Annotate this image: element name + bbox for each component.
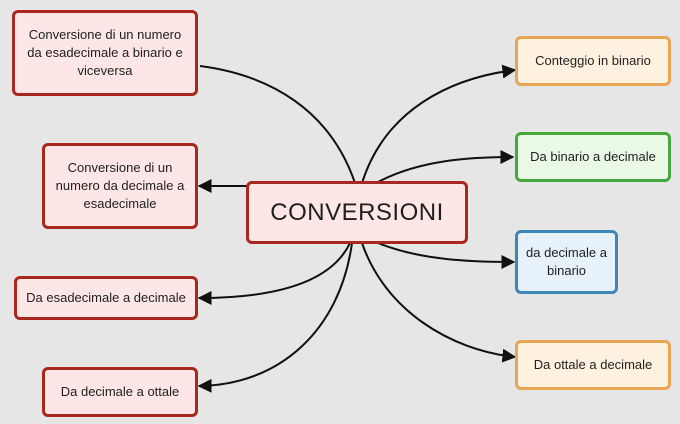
node-hex-dec[interactable]: Da esadecimale a decimale bbox=[14, 276, 198, 320]
edge-count-bin bbox=[361, 64, 517, 184]
edge-bin-dec bbox=[377, 150, 515, 183]
edge-oct-dec bbox=[361, 242, 517, 363]
node-dec-hex-label: Conversione di un numero da decimale a e… bbox=[55, 160, 185, 211]
node-bin-dec[interactable]: Da binario a decimale bbox=[515, 132, 671, 182]
node-oct-dec-label: Da ottale a decimale bbox=[533, 357, 653, 372]
node-hex-bin-label: Conversione di un numero da esadecimale … bbox=[27, 27, 183, 78]
edge-dec-oct bbox=[197, 242, 353, 393]
node-dec-bin-label: da decimale a binario bbox=[526, 245, 607, 278]
edge-dec-bin bbox=[377, 242, 516, 269]
node-bin-dec-label: Da binario a decimale bbox=[530, 149, 656, 164]
node-count-bin-label: Conteggio in binario bbox=[535, 53, 651, 68]
center-node[interactable]: CONVERSIONI bbox=[246, 181, 468, 244]
node-hex-bin[interactable]: Conversione di un numero da esadecimale … bbox=[12, 10, 198, 96]
node-hex-dec-label: Da esadecimale a decimale bbox=[26, 290, 186, 305]
edge-hex-bin bbox=[199, 65, 356, 184]
node-count-bin[interactable]: Conteggio in binario bbox=[515, 36, 671, 86]
node-dec-oct-label: Da decimale a ottale bbox=[60, 384, 180, 399]
node-dec-oct[interactable]: Da decimale a ottale bbox=[42, 367, 198, 417]
node-dec-bin[interactable]: da decimale a binario bbox=[515, 230, 618, 294]
node-dec-hex[interactable]: Conversione di un numero da decimale a e… bbox=[42, 143, 198, 229]
node-oct-dec[interactable]: Da ottale a decimale bbox=[515, 340, 671, 390]
center-node-label: CONVERSIONI bbox=[270, 198, 444, 226]
edge-hex-dec bbox=[197, 242, 351, 305]
